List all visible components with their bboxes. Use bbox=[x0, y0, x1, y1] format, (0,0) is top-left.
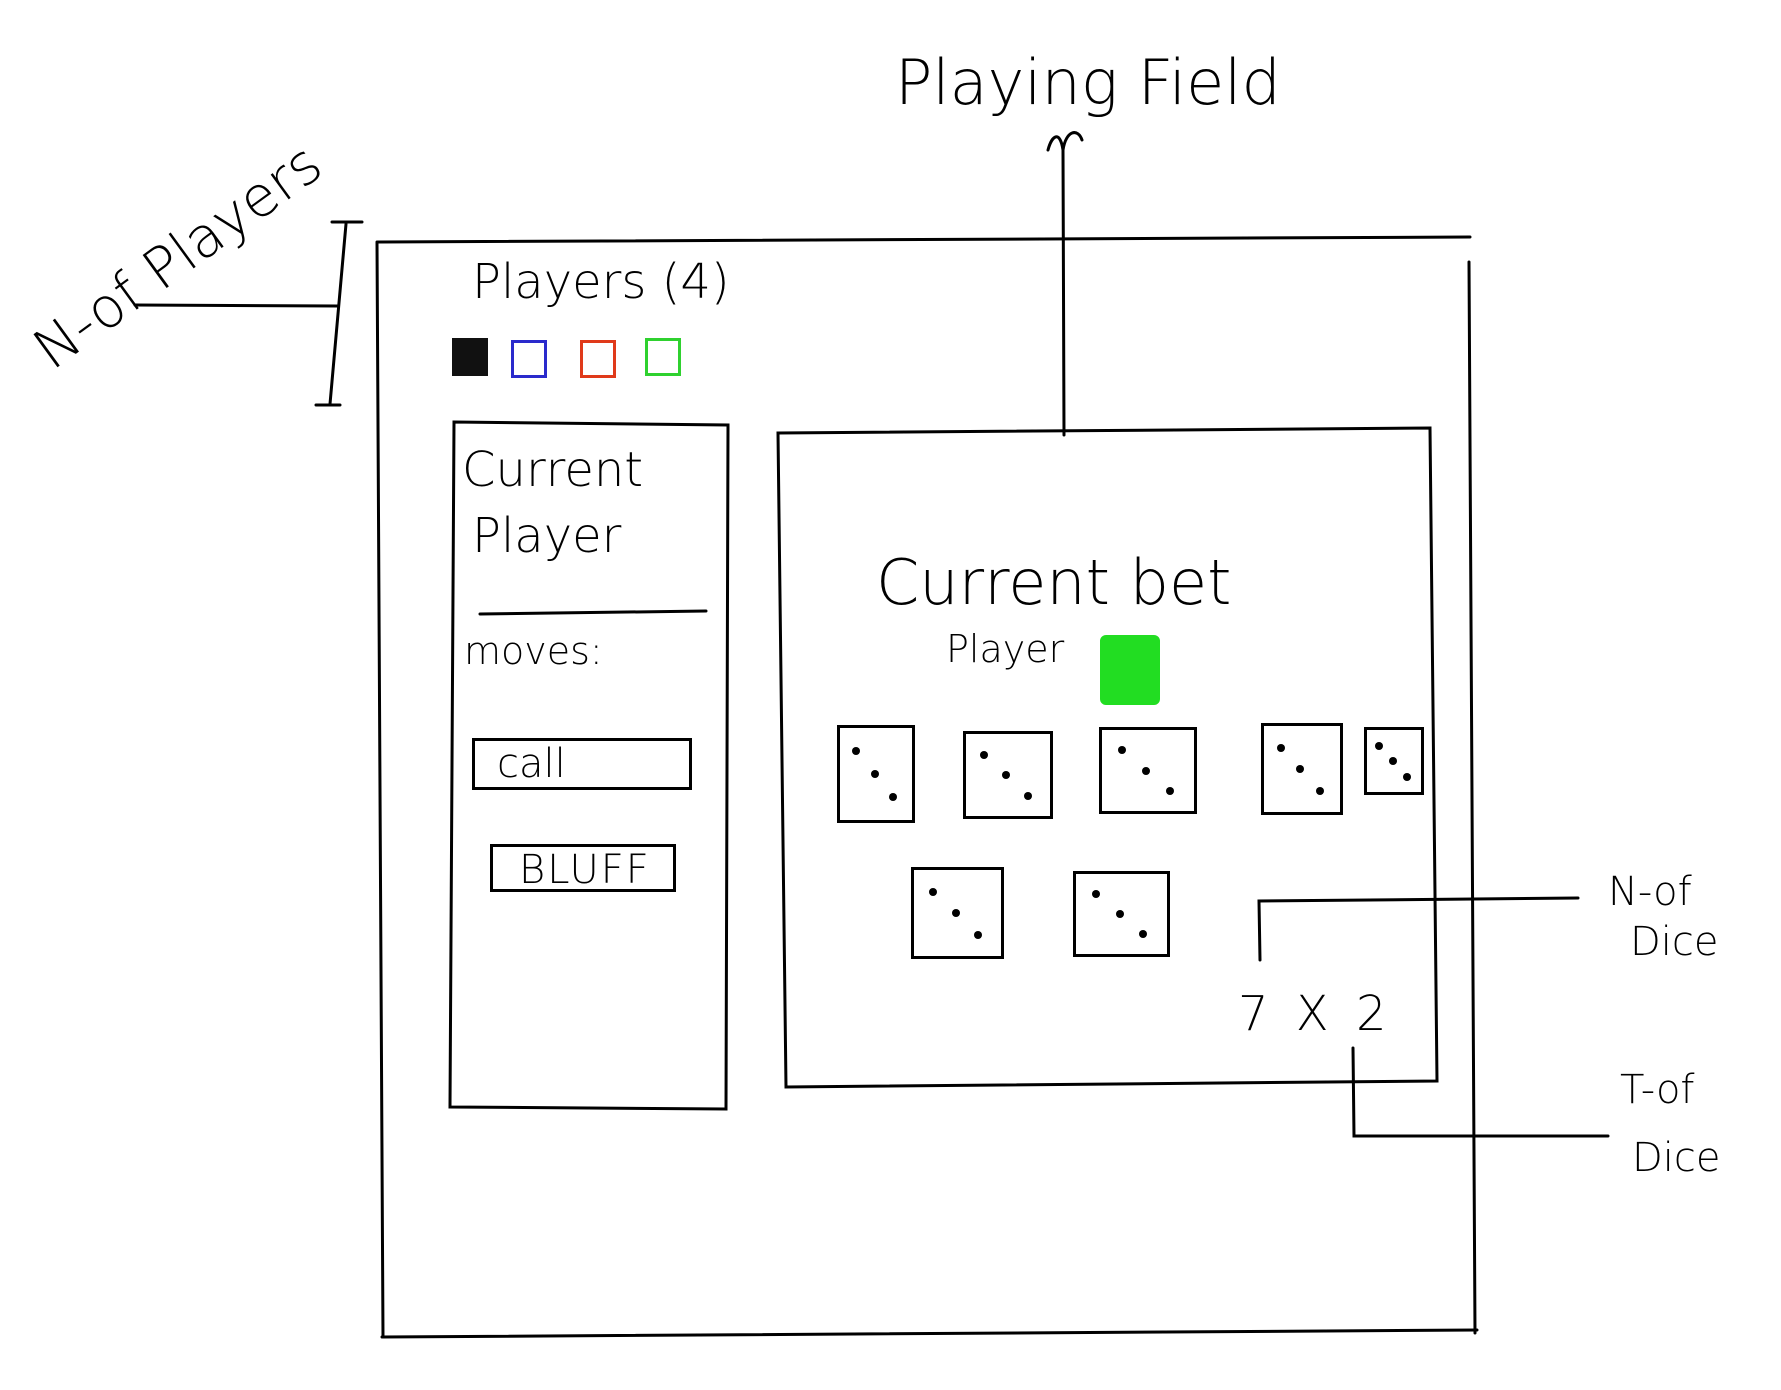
player-swatch-1[interactable] bbox=[452, 338, 488, 376]
die-pip bbox=[974, 930, 983, 939]
current-bet-label: Current bet bbox=[876, 546, 1232, 619]
die bbox=[1099, 727, 1197, 814]
die-pip bbox=[1092, 890, 1101, 898]
current-player-title-line2: Player bbox=[472, 508, 622, 564]
n-of-dice-annotation: N-of bbox=[1608, 869, 1692, 915]
n-of-dice-annotation-line2: Dice bbox=[1630, 919, 1719, 965]
n-of-players-annotation: N-of Players bbox=[22, 131, 334, 383]
die bbox=[837, 725, 915, 823]
t-of-dice-annotation-line2: Dice bbox=[1632, 1135, 1721, 1181]
die-pip bbox=[1296, 765, 1305, 773]
die-pip bbox=[1316, 786, 1325, 795]
player-swatch-4[interactable] bbox=[645, 338, 681, 376]
die-pip bbox=[1002, 771, 1011, 779]
die-pip bbox=[1118, 746, 1127, 755]
die-pip bbox=[1166, 786, 1175, 795]
bet-player-label: Player bbox=[946, 627, 1065, 671]
die-pip bbox=[870, 770, 879, 778]
die-pip bbox=[1374, 741, 1383, 750]
die bbox=[1073, 871, 1170, 957]
die-pip bbox=[1115, 910, 1124, 918]
die bbox=[1261, 723, 1343, 815]
players-title: Players (4) bbox=[472, 254, 730, 310]
t-of-dice-annotation: T-of bbox=[1620, 1067, 1695, 1113]
bet-player-color-swatch bbox=[1100, 635, 1160, 705]
die bbox=[963, 731, 1053, 819]
die-pip bbox=[980, 750, 989, 759]
player-swatch-3[interactable] bbox=[580, 340, 616, 378]
die-pip bbox=[1402, 772, 1411, 781]
moves-label: moves: bbox=[464, 629, 603, 673]
die-pip bbox=[951, 909, 960, 917]
bluff-button[interactable]: BLUFF bbox=[490, 844, 676, 893]
call-button[interactable]: call bbox=[472, 738, 692, 790]
die-pip bbox=[1139, 930, 1148, 938]
die-pip bbox=[929, 887, 938, 896]
die-pip bbox=[889, 793, 898, 801]
die-pip bbox=[1276, 743, 1285, 752]
die bbox=[911, 867, 1004, 959]
bet-expression: 7 X 2 bbox=[1238, 986, 1393, 1042]
player-swatch-2[interactable] bbox=[511, 340, 547, 378]
die-pip bbox=[1388, 757, 1397, 765]
playing-field-annotation: Playing Field bbox=[895, 46, 1281, 119]
current-player-title-line1: Current bbox=[462, 442, 644, 498]
die bbox=[1364, 727, 1424, 795]
die-pip bbox=[851, 747, 860, 755]
die-pip bbox=[1024, 791, 1033, 800]
die-pip bbox=[1142, 766, 1151, 775]
